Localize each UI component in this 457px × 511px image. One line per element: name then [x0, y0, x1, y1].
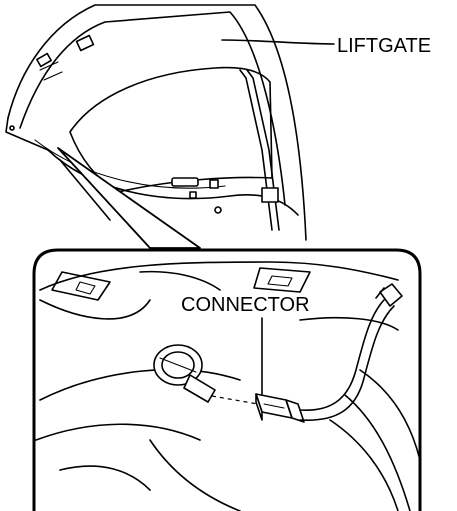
- liftgate-leader: [221, 39, 335, 45]
- detail-callout: [32, 248, 422, 511]
- wire-harness: [299, 283, 403, 421]
- trim-clip-1: [36, 52, 52, 68]
- connector: [255, 393, 305, 423]
- gas-strut: [239, 69, 280, 231]
- liftgate-window: [69, 66, 273, 193]
- liftgate-label: LIFTGATE: [337, 35, 431, 57]
- lamp-socket: [153, 344, 216, 403]
- callout-leader: [57, 147, 201, 249]
- callout-frame: [32, 248, 422, 511]
- liftgate-view: [5, 4, 307, 241]
- connector-label: CONNECTOR: [181, 294, 310, 316]
- liftgate-outline: [7, 4, 307, 241]
